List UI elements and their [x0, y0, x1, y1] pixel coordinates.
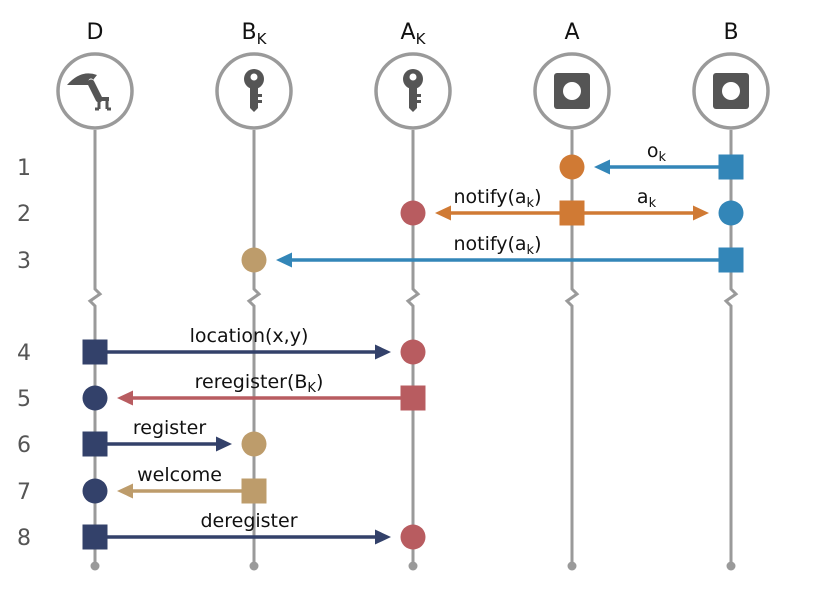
lifeline-end-a	[567, 561, 577, 571]
actor-headers: D BK AK A B	[56, 20, 770, 130]
message-arrows: ok notify(ak) ak notify(ak) location(x,y) rer…	[107, 140, 719, 545]
actor-label: AK	[401, 20, 427, 48]
actor-ak: AK	[374, 20, 452, 130]
message-arrow: register	[107, 417, 232, 452]
actor-bk: BK	[215, 20, 293, 130]
send-marker	[82, 524, 108, 550]
device-icon	[713, 73, 749, 109]
message-arrow: ok	[594, 140, 719, 175]
send-marker	[718, 154, 744, 180]
row-number: 8	[17, 526, 31, 551]
row-number: 7	[17, 480, 31, 505]
receive-marker	[400, 524, 426, 550]
message-label: deregister	[200, 510, 297, 532]
message-label: reregister(BK)	[195, 371, 324, 396]
receive-marker	[400, 200, 426, 226]
send-marker	[718, 247, 744, 273]
key-icon	[403, 69, 423, 112]
actor-label: B	[723, 20, 738, 45]
send-marker	[241, 478, 267, 504]
message-arrow: welcome	[117, 464, 242, 499]
message-label: ak	[637, 186, 657, 211]
message-arrow: notify(ak)	[276, 233, 719, 268]
actor-label: BK	[242, 20, 268, 48]
lifeline-end-b	[726, 561, 736, 571]
receive-marker	[241, 247, 267, 273]
receive-marker	[241, 431, 267, 457]
lifeline-end-bk	[249, 561, 259, 571]
row-number: 3	[17, 249, 31, 274]
receive-marker	[82, 478, 108, 504]
row-number: 1	[17, 156, 31, 181]
message-arrow: ak	[584, 186, 709, 221]
message-label: notify(ak)	[453, 233, 541, 258]
message-label: welcome	[137, 464, 222, 486]
message-arrow: notify(ak)	[435, 186, 560, 221]
receive-marker	[559, 154, 585, 180]
actor-b: B	[692, 20, 770, 130]
message-label: ok	[647, 140, 667, 165]
message-label: notify(ak)	[453, 186, 541, 211]
send-marker	[82, 431, 108, 457]
send-marker	[400, 385, 426, 411]
key-icon	[244, 69, 264, 112]
receive-marker	[82, 385, 108, 411]
receive-marker	[718, 200, 744, 226]
actor-a: A	[533, 20, 611, 130]
message-markers	[82, 154, 744, 550]
send-marker	[559, 200, 585, 226]
robot-arm-icon	[67, 73, 111, 111]
actor-label: A	[564, 20, 579, 45]
receive-marker	[400, 339, 426, 365]
row-number: 2	[17, 202, 31, 227]
message-arrow: location(x,y)	[107, 325, 391, 360]
message-label: location(x,y)	[190, 325, 309, 347]
message-arrow: deregister	[107, 510, 391, 545]
actor-label: D	[87, 20, 104, 45]
row-number: 5	[17, 387, 31, 412]
row-number: 4	[17, 341, 31, 366]
device-icon	[554, 73, 590, 109]
row-number: 6	[17, 433, 31, 458]
row-labels: 1 2 3 4 5 6 7 8	[17, 156, 31, 551]
lifeline-end-d	[90, 561, 100, 571]
message-label: register	[133, 417, 206, 439]
message-arrow: reregister(BK)	[117, 371, 401, 406]
lifeline-end-ak	[408, 561, 418, 571]
send-marker	[82, 339, 108, 365]
lifeline-b	[723, 130, 739, 566]
actor-d: D	[56, 20, 134, 130]
lifeline-a	[564, 130, 580, 566]
